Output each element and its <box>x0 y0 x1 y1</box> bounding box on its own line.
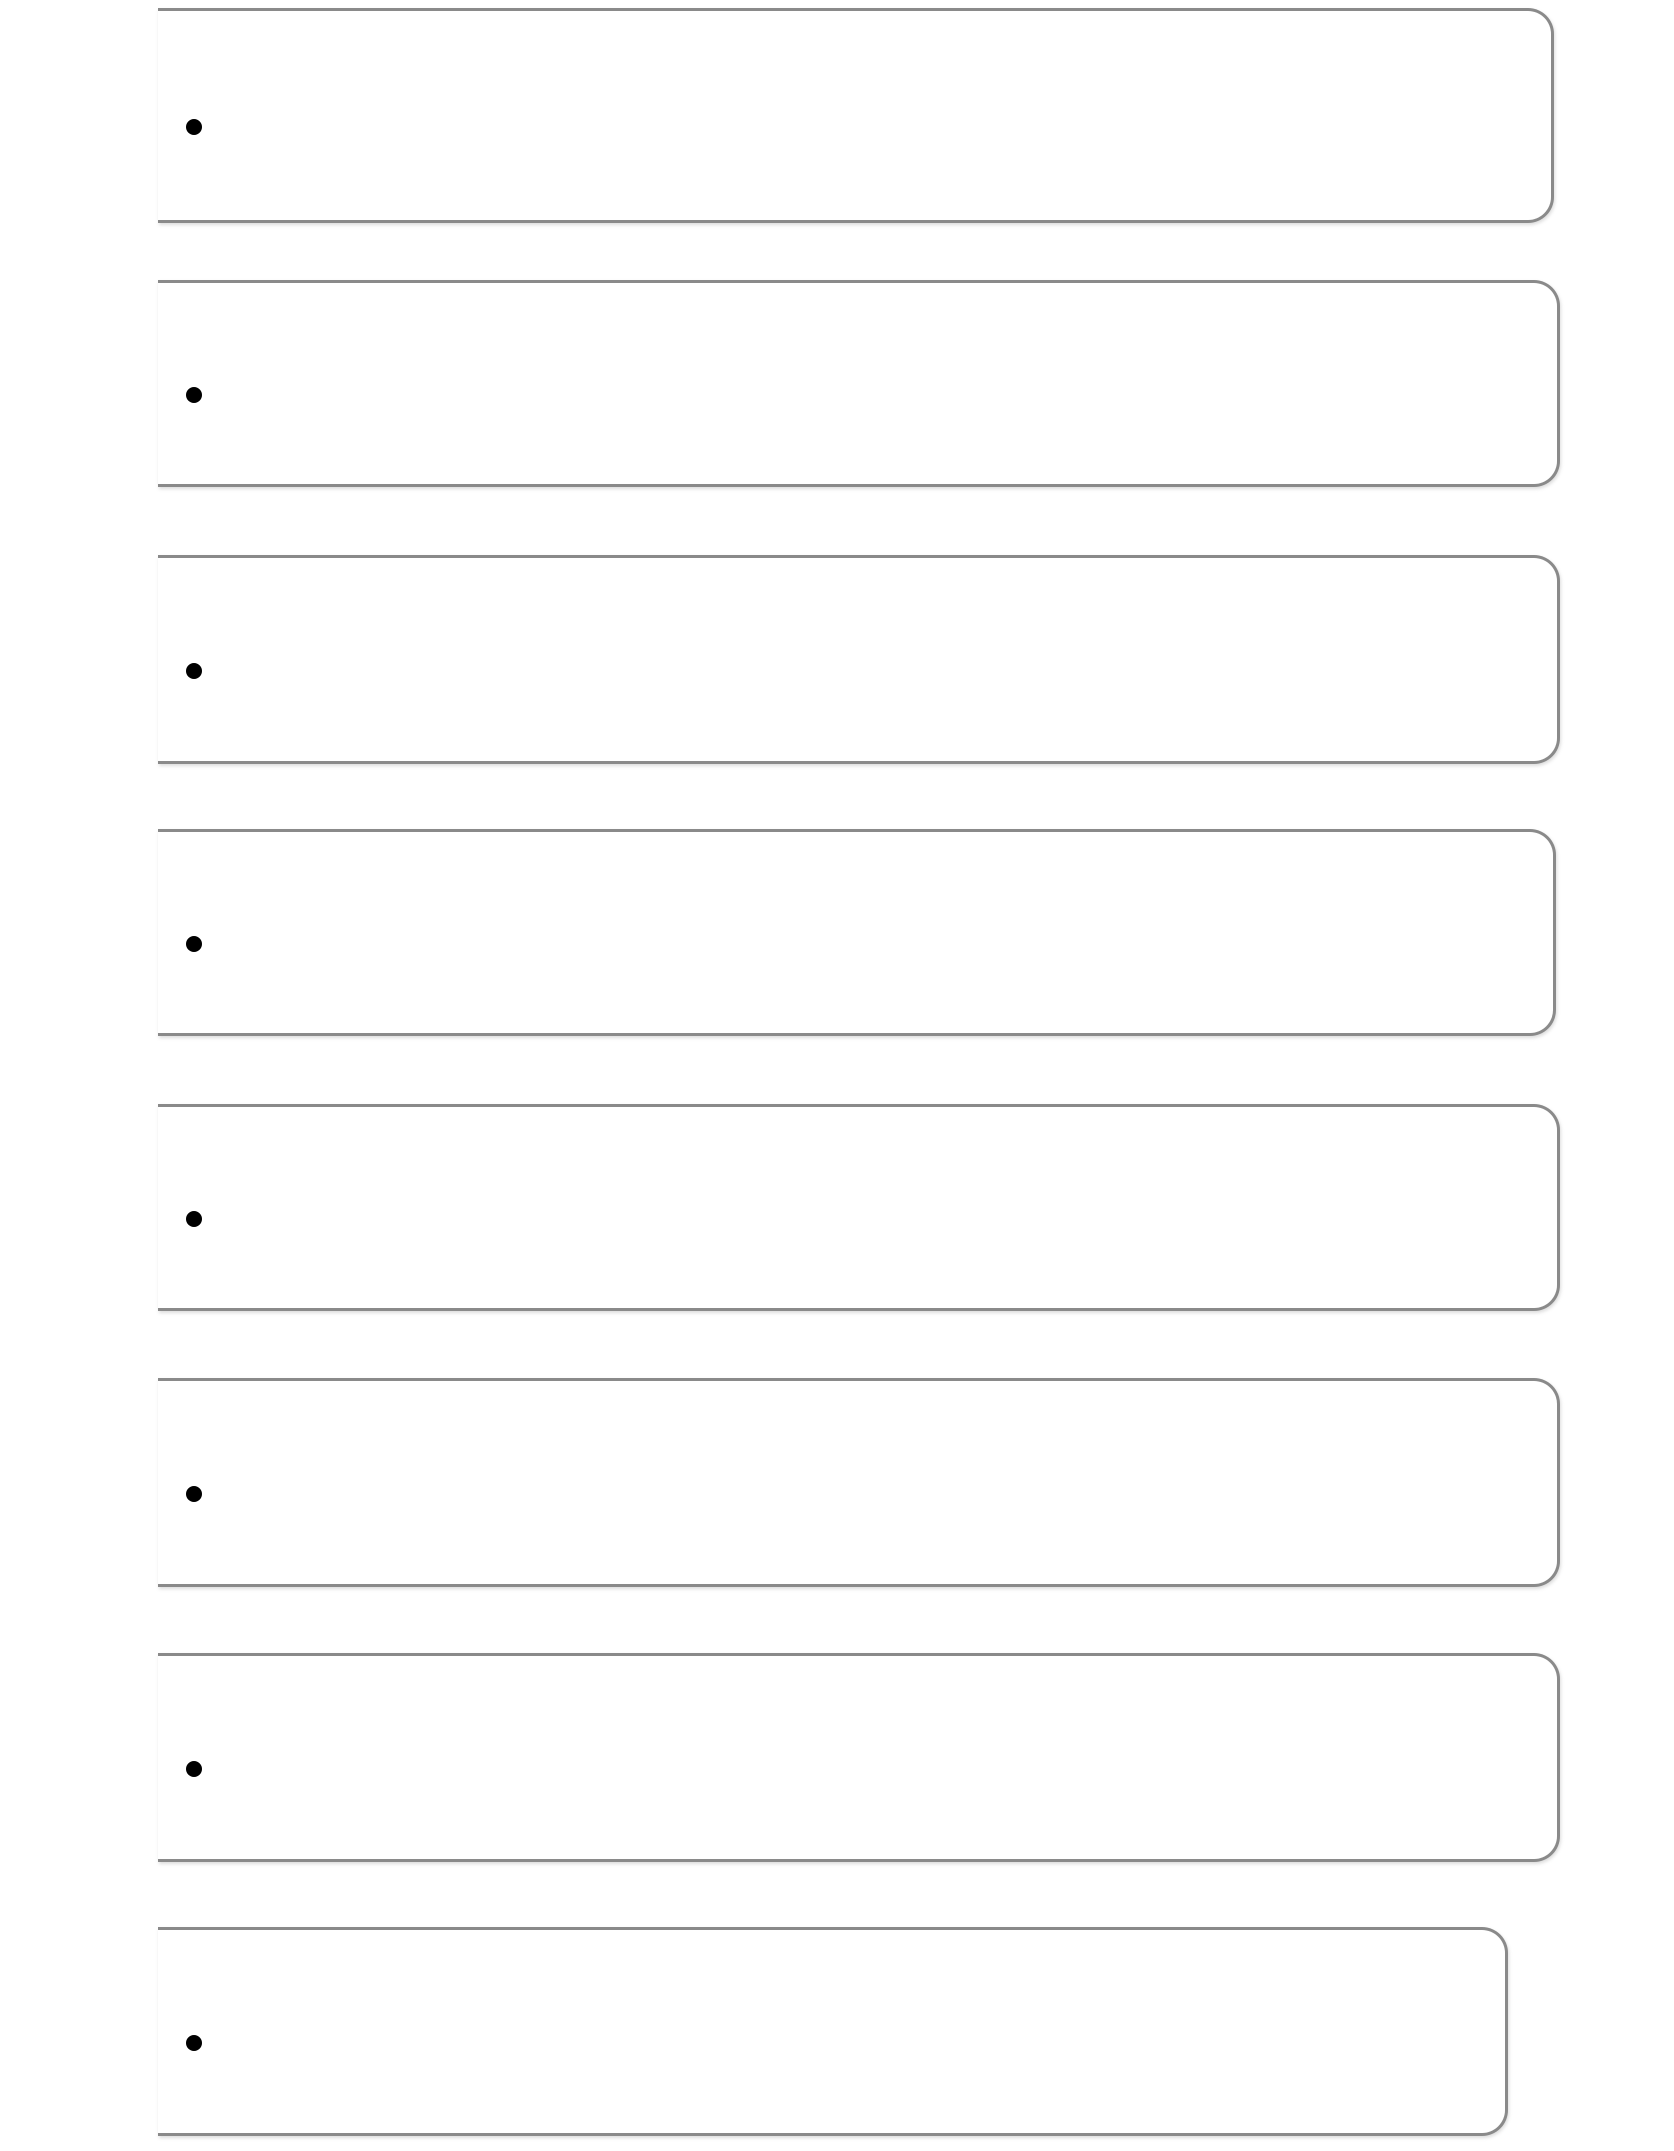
step-box-4[interactable] <box>158 829 1556 1036</box>
chevron-step-2[interactable] <box>8 258 158 572</box>
step-box-2[interactable] <box>158 280 1560 487</box>
bullet-icon <box>186 935 202 952</box>
step-box-3[interactable] <box>158 555 1560 764</box>
step-box-1[interactable] <box>158 8 1554 223</box>
step-box-7[interactable] <box>158 1653 1560 1862</box>
chevron-column <box>0 0 158 2151</box>
chevron-step-1[interactable] <box>8 0 158 294</box>
bullet-icon <box>186 662 202 679</box>
bullet-icon <box>186 1760 202 1777</box>
step-box-6[interactable] <box>158 1378 1560 1587</box>
bullet-icon <box>186 2034 202 2051</box>
bullet-icon <box>186 1485 202 1502</box>
step-box-5[interactable] <box>158 1104 1560 1311</box>
step-box-8[interactable] <box>158 1927 1508 2136</box>
bullet-icon <box>186 118 202 135</box>
bullet-icon <box>186 1210 202 1227</box>
bullet-icon <box>186 386 202 403</box>
